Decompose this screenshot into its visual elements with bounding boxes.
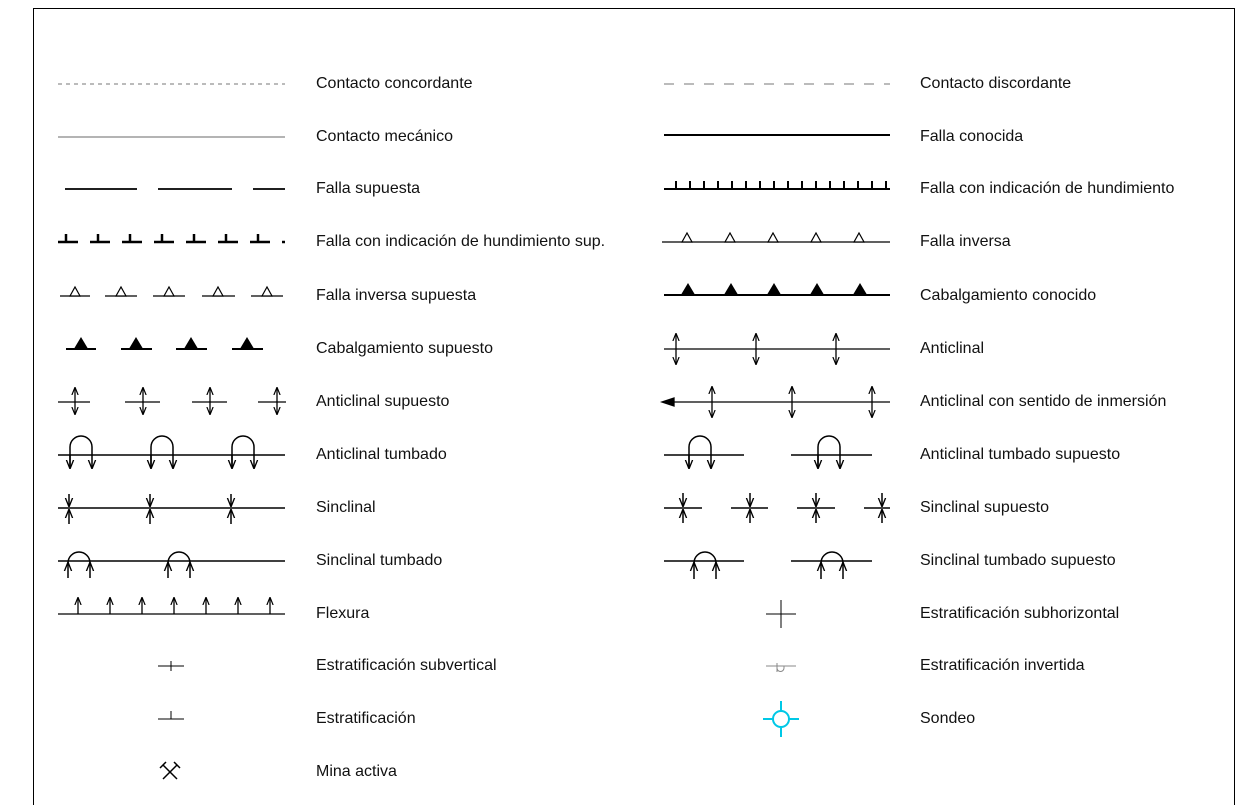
symbol-sinclinal-tumbado [58, 551, 285, 578]
symbol-falla-hundimiento [664, 181, 890, 190]
crossed-hammers-icon [159, 761, 181, 780]
label-estratificacion: Estratificación [316, 710, 416, 727]
label-estratificacion-subvertical: Estratificación subvertical [316, 657, 497, 674]
label-anticlinal-supuesto: Anticlinal supuesto [316, 393, 450, 410]
label-sinclinal-tumbado-supuesto: Sinclinal tumbado supuesto [920, 552, 1116, 569]
label-anticlinal-tumbado-supuesto: Anticlinal tumbado supuesto [920, 446, 1121, 463]
label-estratificacion-invertida: Estratificación invertida [920, 657, 1085, 674]
label-falla-inversa: Falla inversa [920, 233, 1011, 250]
symbol-cabalgamiento-supuesto [66, 337, 263, 350]
label-cabalgamiento-conocido: Cabalgamiento conocido [920, 287, 1097, 304]
label-cabalgamiento-supuesto: Cabalgamiento supuesto [316, 340, 494, 357]
symbol-anticlinal-supuesto [58, 388, 286, 414]
symbol-sinclinal-supuesto [664, 493, 890, 523]
symbol-flexura [58, 598, 285, 615]
label-sinclinal-supuesto: Sinclinal supuesto [920, 499, 1049, 516]
label-flexura: Flexura [316, 605, 370, 622]
label-sinclinal-tumbado: Sinclinal tumbado [316, 552, 443, 569]
symbol-estratificacion-invertida [766, 663, 796, 672]
label-estratificacion-subhorizontal: Estratificación subhorizontal [920, 605, 1120, 622]
label-anticlinal-inmersion: Anticlinal con sentido de inmersión [920, 393, 1167, 410]
label-anticlinal: Anticlinal [920, 340, 985, 357]
symbol-sinclinal [58, 494, 285, 524]
label-falla-hundimiento: Falla con indicación de hundimiento [920, 180, 1175, 197]
label-falla-conocida: Falla conocida [920, 128, 1024, 145]
label-contacto-concordante: Contacto concordante [316, 75, 473, 92]
label-sinclinal: Sinclinal [316, 499, 376, 516]
symbol-falla-hundimiento-sup [58, 234, 285, 244]
symbol-falla-inversa-supuesta [60, 285, 283, 297]
label-anticlinal-tumbado: Anticlinal tumbado [316, 446, 447, 463]
symbol-anticlinal-tumbado [58, 435, 285, 468]
label-falla-hundimiento-sup: Falla con indicación de hundimiento sup. [316, 233, 606, 250]
label-mina-activa: Mina activa [316, 763, 397, 780]
symbol-cabalgamiento-conocido [664, 283, 890, 296]
symbol-falla-inversa [662, 231, 890, 243]
symbol-estratificacion [158, 711, 184, 720]
symbol-anticlinal-tumbado-supuesto [664, 435, 872, 468]
label-falla-inversa-supuesta: Falla inversa supuesta [316, 287, 477, 304]
label-contacto-mecanico: Contacto mecánico [316, 128, 453, 145]
label-contacto-discordante: Contacto discordante [920, 75, 1072, 92]
symbol-anticlinal-inmersion [659, 387, 890, 417]
symbol-sinclinal-tumbado-supuesto [664, 551, 872, 579]
symbol-anticlinal [664, 334, 890, 364]
label-sondeo: Sondeo [920, 710, 976, 727]
label-falla-supuesta: Falla supuesta [316, 180, 421, 197]
symbol-estratificacion-subhorizontal [766, 600, 796, 628]
symbol-estratificacion-subvertical [158, 661, 184, 671]
borehole-icon [763, 701, 799, 737]
